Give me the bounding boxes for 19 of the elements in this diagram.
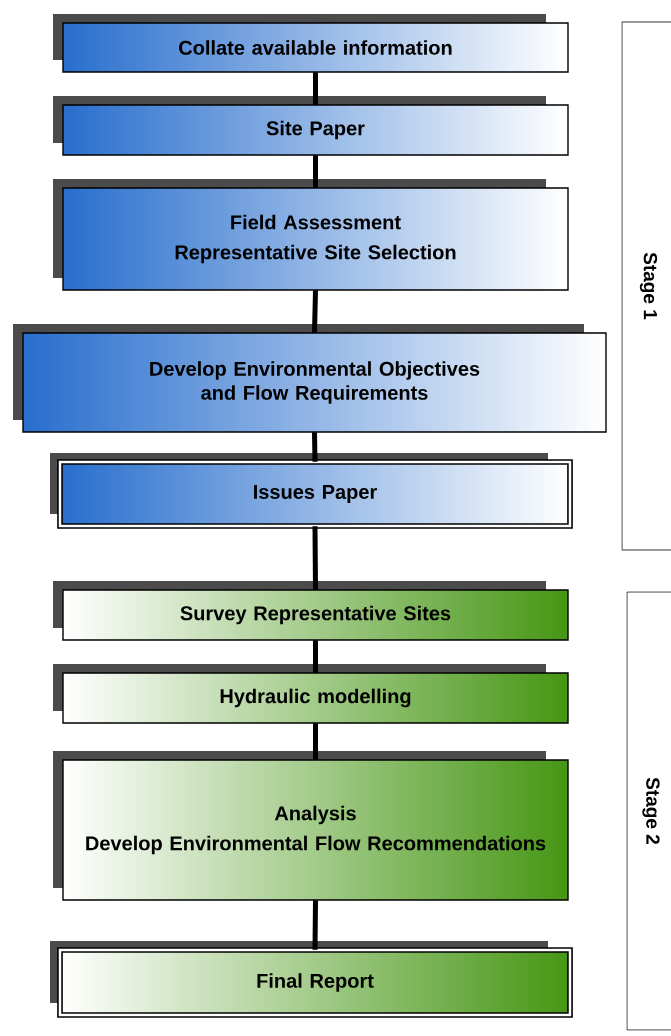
- connector-line: [313, 640, 318, 673]
- process-box: Survey Representative Sites: [53, 581, 569, 641]
- process-box: Field Assessment Representative Site Selection: [53, 179, 569, 291]
- process-box: Issues Paper: [50, 453, 573, 529]
- process-box: Final Report: [50, 941, 573, 1018]
- process-box: Hydraulic modelling: [53, 664, 569, 724]
- process-box: Collate available information: [53, 14, 569, 73]
- connector-line: [313, 155, 318, 188]
- process-box: Analysis Develop Environmental Flow Recommendations: [53, 751, 569, 901]
- connector-line: [312, 290, 318, 333]
- connector-line: [313, 72, 318, 105]
- connector-line: [313, 723, 318, 760]
- process-box: Site Paper: [53, 96, 569, 156]
- connector-line: [312, 526, 318, 590]
- stage-bracket: Stage 2: [626, 591, 671, 1031]
- process-box: Develop Environmental Objectives and Flow Requirements: [13, 324, 607, 433]
- connector-line: [312, 900, 318, 950]
- connector-line: [312, 432, 318, 462]
- stage-bracket: Stage 1: [621, 21, 671, 551]
